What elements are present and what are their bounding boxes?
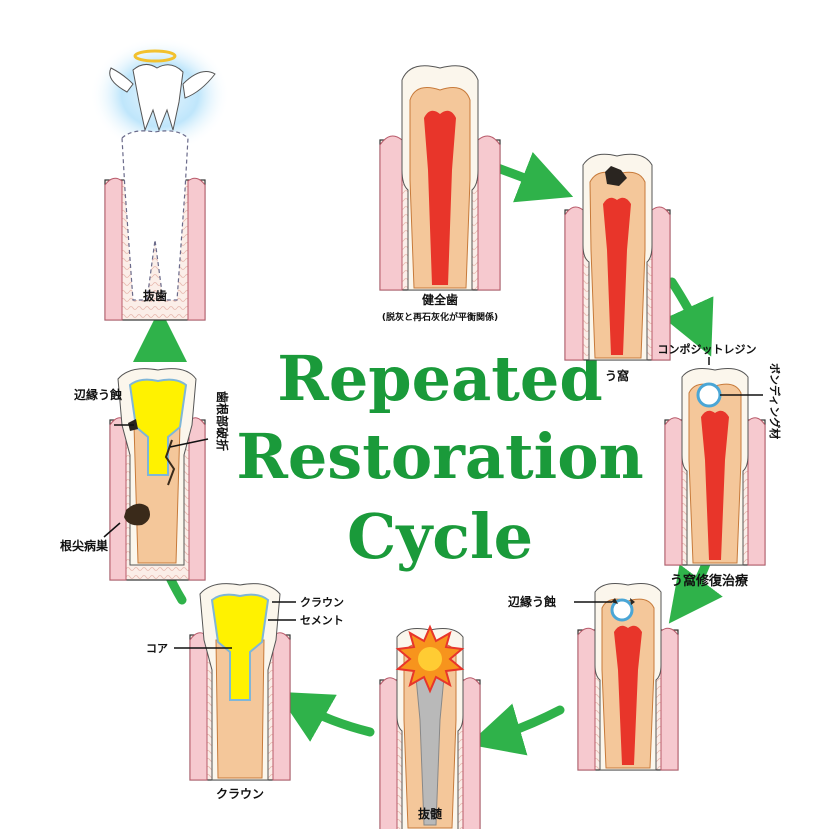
crown-core xyxy=(128,378,188,476)
stage-restoration: コンポジットレジン ボンディング材 う窩修復治療 xyxy=(658,342,783,589)
label-apical: 根尖病巣 xyxy=(60,538,109,553)
title-line-2: Restoration xyxy=(236,420,643,493)
gum xyxy=(564,206,671,361)
pain-burst-core xyxy=(418,647,442,671)
label-healthy-sub: (脱灰と再石灰化が平衡関係) xyxy=(382,311,498,323)
stage-extraction: 抜歯 xyxy=(90,37,230,321)
caries-cavity xyxy=(605,166,627,186)
label-healthy: 健全歯 xyxy=(422,292,458,307)
pulp xyxy=(614,625,642,765)
label-secondary: 辺縁う蝕 xyxy=(508,594,556,609)
stage-fracture: 辺縁う蝕 歯根部破折 根尖病巣 xyxy=(60,368,230,581)
pulp xyxy=(701,410,729,560)
arrow-secondary-to-pulpectomy xyxy=(468,703,565,756)
label-crown: クラウン xyxy=(216,787,264,801)
gum xyxy=(664,417,766,566)
marginal-decay xyxy=(611,598,635,605)
label-extraction: 抜歯 xyxy=(143,288,167,303)
stage-caries: う窩 xyxy=(564,153,671,383)
label-caries: う窩 xyxy=(605,368,629,383)
fracture-pointer xyxy=(169,438,209,448)
angel-wing-left-icon xyxy=(109,67,134,93)
crown-core xyxy=(210,593,270,701)
label-marginal: 辺縁う蝕 xyxy=(74,387,122,402)
label-cement: セメント xyxy=(300,614,344,627)
label-pulpectomy: 抜髄 xyxy=(418,806,443,821)
gum xyxy=(577,627,679,771)
gum xyxy=(104,177,206,321)
arrow-caries-to-restoration xyxy=(664,277,714,357)
arrow-healthy-to-caries xyxy=(490,152,574,203)
composite-filling xyxy=(696,382,722,408)
apical-pointer xyxy=(103,522,121,538)
center-title: Repeated Restoration Cycle xyxy=(236,342,643,573)
arrow-pulpectomy-to-crown xyxy=(276,691,375,742)
title-line-1: Repeated xyxy=(277,342,602,415)
stage-crown: クラウン セメント コア クラウン xyxy=(146,583,344,801)
label-composite: コンポジットレジン xyxy=(658,342,757,356)
angel-wing-right-icon xyxy=(182,71,216,99)
gum xyxy=(379,677,481,829)
old-filling xyxy=(610,598,634,622)
label-fracture: 歯根部破折 xyxy=(215,391,230,451)
floating-tooth-icon xyxy=(132,64,184,132)
pulp xyxy=(424,110,456,285)
apical-lesion xyxy=(124,503,150,526)
gum xyxy=(379,135,501,291)
label-restoration: う窩修復治療 xyxy=(670,573,749,589)
label-core: コア xyxy=(146,642,168,655)
root-fracture-line xyxy=(164,439,176,486)
stage-pulpectomy: 抜髄 xyxy=(379,624,481,829)
label-bonding: ボンディング材 xyxy=(768,363,782,439)
empty-socket-outline xyxy=(121,130,189,301)
stage-healthy: 健全歯 (脱灰と再石灰化が平衡関係) xyxy=(379,65,501,323)
label-crown-part: クラウン xyxy=(300,596,344,609)
stage-secondary: 辺縁う蝕 xyxy=(508,583,679,771)
pulp xyxy=(603,197,631,355)
halo-ring-icon xyxy=(133,49,177,63)
title-line-3: Cycle xyxy=(347,500,533,573)
